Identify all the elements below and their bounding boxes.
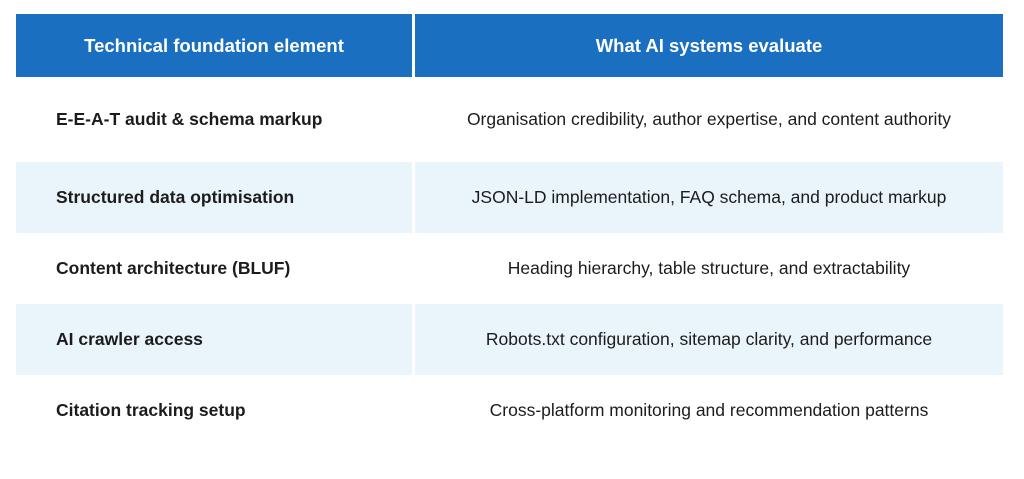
table-row: Structured data optimisation JSON-LD imp… — [16, 162, 1003, 233]
row-evaluation-text: Robots.txt configuration, sitemap clarit… — [415, 304, 1003, 375]
row-element-label: AI crawler access — [16, 304, 412, 375]
row-evaluation-text: Organisation credibility, author experti… — [466, 109, 952, 130]
row-evaluation-text: JSON-LD implementation, FAQ schema, and … — [415, 162, 1003, 233]
table-row: AI crawler access Robots.txt configurati… — [16, 304, 1003, 375]
header-cell-technical-foundation-element: Technical foundation element — [16, 14, 412, 77]
foundation-table: Technical foundation element What AI sys… — [16, 14, 1003, 446]
row-element-label: Content architecture (BLUF) — [56, 258, 291, 278]
table-row: E-E-A-T audit & schema markup Organisati… — [16, 77, 1003, 162]
header-cell-what-ai-systems-evaluate: What AI systems evaluate — [415, 14, 1003, 77]
row-evaluation-text: Heading hierarchy, table structure, and … — [507, 258, 911, 279]
row-element-label: E-E-A-T audit & schema markup — [56, 109, 323, 129]
row-evaluation-text: Cross-platform monitoring and recommenda… — [489, 400, 929, 421]
row-element-label: Citation tracking setup — [56, 400, 246, 420]
row-element-label: Structured data optimisation — [16, 162, 412, 233]
table-row: Citation tracking setup Cross-platform m… — [16, 375, 1003, 446]
table-row: Content architecture (BLUF) Heading hier… — [16, 233, 1003, 304]
table-header-row: Technical foundation element What AI sys… — [16, 14, 1003, 77]
